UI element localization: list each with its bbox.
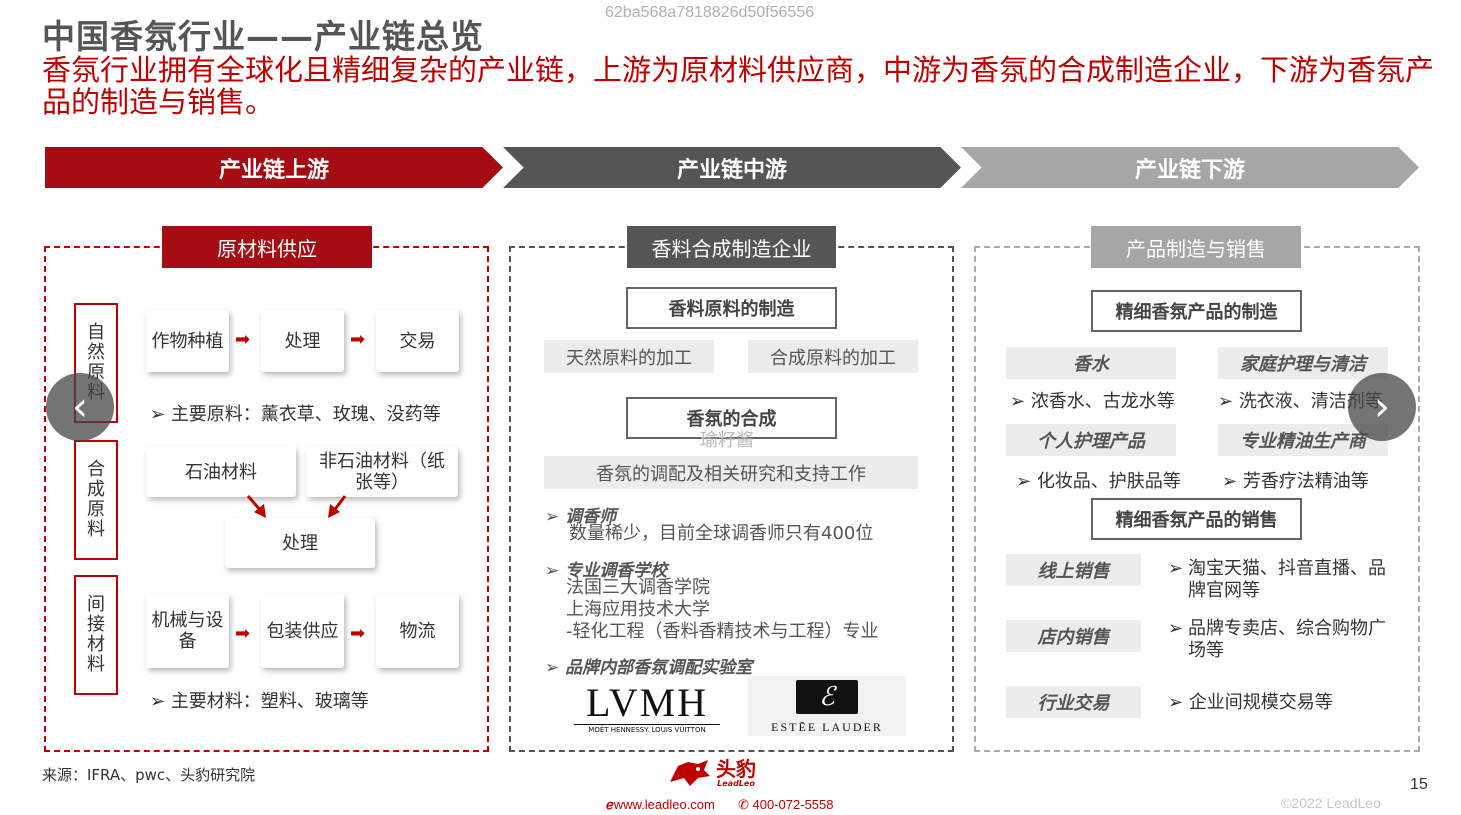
stage-upstream-banner: 产业链上游 <box>45 147 503 188</box>
schools-heading: ➢ 专业调香学校 <box>545 561 668 581</box>
phone-icon: ✆ <box>738 797 749 812</box>
school-item: 法国三大调香学院 <box>566 577 710 598</box>
category-home-care-desc: ➢ 洗衣液、清洁剂等 <box>1218 391 1383 412</box>
channel-desc-text: 企业间规模交易等 <box>1188 692 1333 713</box>
brand-logo: 头豹 LeadLeo <box>668 758 756 788</box>
upstream-title: 原材料供应 <box>162 226 372 268</box>
chevron-right-icon[interactable]: › <box>1348 373 1416 441</box>
step-trading: 交易 <box>376 310 459 372</box>
fragrance-blending-research: 香氛的调配及相关研究和支持工作 <box>544 456 918 489</box>
channel-desc-text: 品牌专卖店、综合购物广场等 <box>1188 618 1386 661</box>
category-perfume-desc: ➢ 浓香水、古龙水等 <box>1010 391 1175 412</box>
page-number: 15 <box>1410 776 1428 793</box>
channel-online-desc: ➢淘宝天猫、抖音直播、品牌官网等 <box>1168 558 1398 602</box>
step-crop-planting: 作物种植 <box>146 310 229 372</box>
school-item: 上海应用技术大学 <box>566 599 710 620</box>
labs-heading: ➢ 品牌内部香氛调配实验室 <box>545 658 753 678</box>
stage-downstream-banner: 产业链下游 <box>961 147 1419 188</box>
website-text: www.leadleo.com <box>613 797 715 812</box>
labs-heading-text: 品牌内部香氛调配实验室 <box>565 658 753 678</box>
category-essential-oil-desc: ➢ 芳香疗法精油等 <box>1222 471 1369 492</box>
category-desc-text: 化妆品、护肤品等 <box>1036 471 1181 492</box>
category-personal-care: 个人护理产品 <box>1006 424 1176 456</box>
channel-in-store: 店内销售 <box>1006 620 1141 652</box>
indirect-materials-note: ➢ 主要材料：塑料、玻璃等 <box>150 691 369 712</box>
perfumer-heading: ➢ 调香师 <box>545 507 617 527</box>
synthetic-materials-label: 合成原料 <box>74 440 118 560</box>
category-essential-oil: 专业精油生产商 <box>1218 424 1388 456</box>
merge-arrows-icon <box>246 495 347 518</box>
downstream-title: 产品制造与销售 <box>1091 226 1301 268</box>
brand-name: 头豹 <box>716 756 756 781</box>
arrow-right-icon: ➡ <box>235 329 251 350</box>
step-processing: 处理 <box>261 310 344 372</box>
page-subtitle: 香氛行业拥有全球化且精细复杂的产业链，上游为原材料供应商，中游为香氛的合成制造企… <box>42 53 1435 119</box>
fine-fragrance-manufacturing: 精细香氛产品的制造 <box>1091 290 1302 332</box>
bullet-icon: ➢ <box>1168 558 1184 579</box>
natural-note-text: 主要原料：薰衣草、玫瑰、没药等 <box>170 404 441 425</box>
bullet-icon: ➢ <box>1168 618 1184 639</box>
category-desc-text: 浓香水、古龙水等 <box>1030 391 1175 412</box>
indirect-note-text: 主要材料：塑料、玻璃等 <box>170 691 369 712</box>
fragrance-synthesis: 香氛的合成 <box>626 397 837 439</box>
web-icon: ℯ <box>606 797 614 812</box>
category-perfume: 香水 <box>1006 347 1176 379</box>
category-desc-text: 洗衣液、清洁剂等 <box>1238 391 1383 412</box>
step-packaging: 包装供应 <box>261 594 344 668</box>
lvmh-logo-text: LVMH <box>585 680 709 725</box>
stage-midstream-banner: 产业链中游 <box>503 147 961 188</box>
step-machinery: 机械与设备 <box>146 594 229 668</box>
channel-desc-text: 淘宝天猫、抖音直播、品牌官网等 <box>1188 558 1386 601</box>
synthetic-processing-mid: 合成原料的加工 <box>748 340 918 373</box>
channel-online: 线上销售 <box>1006 554 1141 586</box>
category-home-care: 家庭护理与清洁 <box>1218 347 1388 379</box>
perfumer-text: 数量稀少，目前全球调香师只有400位 <box>569 523 874 544</box>
fine-fragrance-sales: 精细香氛产品的销售 <box>1091 498 1302 540</box>
phone-number: ✆ 400-072-5558 <box>738 797 834 813</box>
step-logistics: 物流 <box>376 594 459 668</box>
natural-materials-note: ➢ 主要原料：薰衣草、玫瑰、没药等 <box>150 404 441 425</box>
brand-sub: LeadLeo <box>717 778 755 788</box>
arrow-right-icon: ➡ <box>350 329 366 350</box>
estee-lauder-emblem-icon: ℰ <box>796 680 858 714</box>
category-desc-text: 芳香疗法精油等 <box>1242 471 1369 492</box>
lvmh-logo: LVMH MOËT HENNESSY. LOUIS VUITTON <box>574 680 720 734</box>
chevron-left-icon[interactable]: ‹ <box>46 373 114 441</box>
school-item: -轻化工程（香料香精技术与工程）专业 <box>566 621 879 642</box>
raw-material-manufacturing: 香料原料的制造 <box>626 287 837 329</box>
leopard-logo-icon <box>670 760 710 786</box>
source-note: 来源：IFRA、pwc、头豹研究院 <box>42 766 256 784</box>
perfumer-heading-text: 调香师 <box>565 507 617 527</box>
non-petroleum-materials: 非石油材料（纸张等） <box>306 447 458 497</box>
synthetic-processing: 处理 <box>225 518 375 568</box>
schools-heading-text: 专业调香学校 <box>565 561 668 581</box>
category-personal-care-desc: ➢ 化妆品、护肤品等 <box>1016 471 1181 492</box>
arrow-right-icon: ➡ <box>350 623 366 644</box>
natural-processing: 天然原料的加工 <box>544 340 714 373</box>
watermark: 瑜籽酱 <box>700 430 754 451</box>
copyright: ©2022 LeadLeo <box>1281 795 1381 811</box>
estee-lauder-text: ESTĒE LAUDER <box>771 720 883 734</box>
channel-b2b-desc: ➢ 企业间规模交易等 <box>1168 692 1333 713</box>
website-link[interactable]: ℯwww.leadleo.com <box>606 797 715 813</box>
midstream-title: 香料合成制造企业 <box>627 226 836 268</box>
phone-text: 400-072-5558 <box>752 797 834 812</box>
document-id: 62ba568a7818826d50f56556 <box>605 4 815 21</box>
indirect-materials-label: 间接材料 <box>74 575 118 695</box>
arrow-right-icon: ➡ <box>235 623 251 644</box>
channel-b2b: 行业交易 <box>1006 686 1141 718</box>
page-title: 中国香氛行业——产业链总览 <box>42 17 484 56</box>
lvmh-logo-subtext: MOËT HENNESSY. LOUIS VUITTON <box>574 724 720 734</box>
channel-in-store-desc: ➢品牌专卖店、综合购物广场等 <box>1168 618 1398 662</box>
petroleum-materials: 石油材料 <box>146 447 296 497</box>
estee-lauder-logo: ℰ ESTĒE LAUDER <box>748 676 906 736</box>
